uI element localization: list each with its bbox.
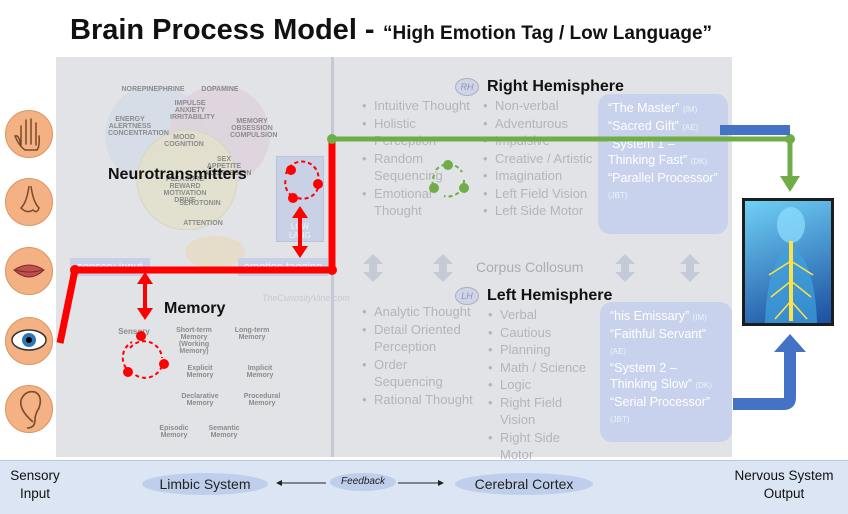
lh-badge: LH [455,287,479,305]
rh-col2-item: •Left Side Motor [483,203,584,218]
venn-label-energy: ENERGY ALERTNESS CONCENTRATION [108,116,169,137]
venn-label-impulse: IMPULSE ANXIETY IRRITABILITY [170,100,215,121]
left-hemisphere-label: Left Hemisphere [487,287,613,305]
spine-figure [765,207,817,323]
memory-procedural: Procedural Memory [243,393,281,407]
left-hemisphere-header: LH Left Hemisphere [455,287,612,305]
title-main: Brain Process Model - [70,14,375,46]
rh-col2-item: •Impulsive [483,133,550,148]
lh-nickname: “his Emissary” (IM) [610,309,707,323]
lh-nickname: “Serial Processor” (JBT) [610,395,711,424]
corpus-collosum-label: Corpus Collosum [476,259,584,275]
memory-declarative: Declarative Memory [181,393,219,407]
memory-short-term: Short-term Memory (Working Memory) [176,327,212,355]
feedback-label: Feedback [341,476,385,487]
diagram-title: Brain Process Model - “High Emotion Tag … [70,14,712,47]
rh-col1-item: •Holistic Perception [362,115,437,149]
venn-label-norepinephrine: NOREPINEPHRINE [121,86,185,93]
lh-nickname: “Faithful Servant” (AE) [610,327,706,356]
watermark: TheCuriosityVine.com [262,293,350,303]
rh-col1-item: •Intuitive Thought [362,98,470,113]
rh-nickname: “Sacred Gift” (AE) [608,119,699,133]
memory-sensory: Sensory [118,327,150,336]
limbic-system-node: Limbic System [142,473,268,495]
corpus-arrows [363,254,700,282]
venn-label-memory-obsession: MEMORY OBSESSION COMPULSION [230,118,278,139]
sensory-input-tag: sensory input [70,258,150,276]
rh-col2-item: •Imagination [483,168,563,183]
memory-episodic: Episodic Memory [159,425,189,439]
memory-semantic: Semantic Memory [208,425,240,439]
rh-nickname: “The Master” (IM) [608,101,698,115]
lh-nickname-box: “his Emissary” (IM) “Faithful Servant” (… [600,302,732,442]
lh-col2-item: •Logic [488,377,532,392]
ear-icon [5,385,53,433]
cerebral-cortex-label: Cerebral Cortex [474,476,574,492]
venn-label-attention: ATTENTION [183,220,223,227]
feedback-node: Feedback [330,473,396,491]
lh-col2-item: •Right Field Vision [488,394,563,428]
low-lang-label: LOW LANG [289,222,311,240]
feedback-arrows [276,480,444,486]
mouth-icon [5,247,53,295]
lh-col2-item: •Math / Science [488,359,586,375]
rh-nickname: “Parallel Processor” (JBT) [608,171,718,200]
venn-label-mood: MOOD COGNITION [164,134,204,148]
title-subtitle: “High Emotion Tag / Low Language” [383,23,713,44]
sensory-input-label: Sensory Input [10,468,60,501]
rh-col2-item: •Left Field Vision [483,185,588,201]
rh-col2-item: •Creative / Artistic [483,150,593,166]
memory-explicit: Explicit Memory [186,365,214,379]
rh-nickname-box: “The Master” (IM) “Sacred Gift” (AE) “Sy… [598,94,728,234]
memory-label: Memory [164,300,226,317]
rh-col1: •Intuitive Thought •Holistic Perception … [362,97,474,220]
rh-nickname: “System 1 – Thinking Fast” (DK) [608,137,708,167]
lh-col1-item: •Order Sequencing [362,356,443,390]
rh-col2: •Non-verbal •Adventurous •Impulsive •Cre… [483,97,595,220]
process-bar: Sensory Input Limbic System Feedback Cer… [0,460,848,514]
lh-col1-item: •Analytic Thought [362,304,471,319]
limbic-system-label: Limbic System [159,476,251,492]
lh-col2-item: •Cautious [488,324,552,340]
emotion-tagging-tag: emotion tagging [238,258,328,276]
lh-col2: •Verbal •Cautious •Planning •Math / Scie… [488,306,595,464]
hand-icon [5,110,53,158]
rh-col2-item: •Non-verbal [483,98,559,113]
right-hemisphere-header: RH Right Hemisphere [455,78,624,96]
nervous-system-image [742,198,834,326]
rh-col1-item: •Emotional Thought [362,185,432,219]
memory-tree: Sensory Short-term Memory (Working Memor… [110,325,290,447]
memory-long-term: Long-term Memory [234,327,270,341]
lh-col1-item: •Rational Thought [362,391,473,407]
rh-col2-item: •Adventurous [483,115,568,131]
nervous-system-output-label: Nervous System Output [734,468,834,501]
hemisphere-divider [331,57,334,457]
neurotransmitters-label: Neurotransmitters [108,166,247,183]
lh-col1-item: •Detail Oriented Perception [362,321,461,355]
eye-icon [5,317,53,365]
nose-icon [5,178,53,226]
memory-implicit: Implicit Memory [246,365,274,379]
lh-col2-item: •Planning [488,342,551,357]
lh-col1: •Analytic Thought •Detail Oriented Perce… [362,303,474,408]
venn-label-dopamine: DOPAMINE [201,86,239,93]
rh-badge: RH [455,78,479,96]
lh-col2-item: •Right Side Motor [488,429,560,463]
cerebral-cortex-node: Cerebral Cortex [455,473,593,495]
lh-col2-item: •Verbal [488,307,537,322]
right-hemisphere-label: Right Hemisphere [487,78,624,96]
lh-nickname: “System 2 – Thinking Slow” (DK) [610,361,712,391]
rh-col1-item: •Random Sequencing [362,150,443,184]
